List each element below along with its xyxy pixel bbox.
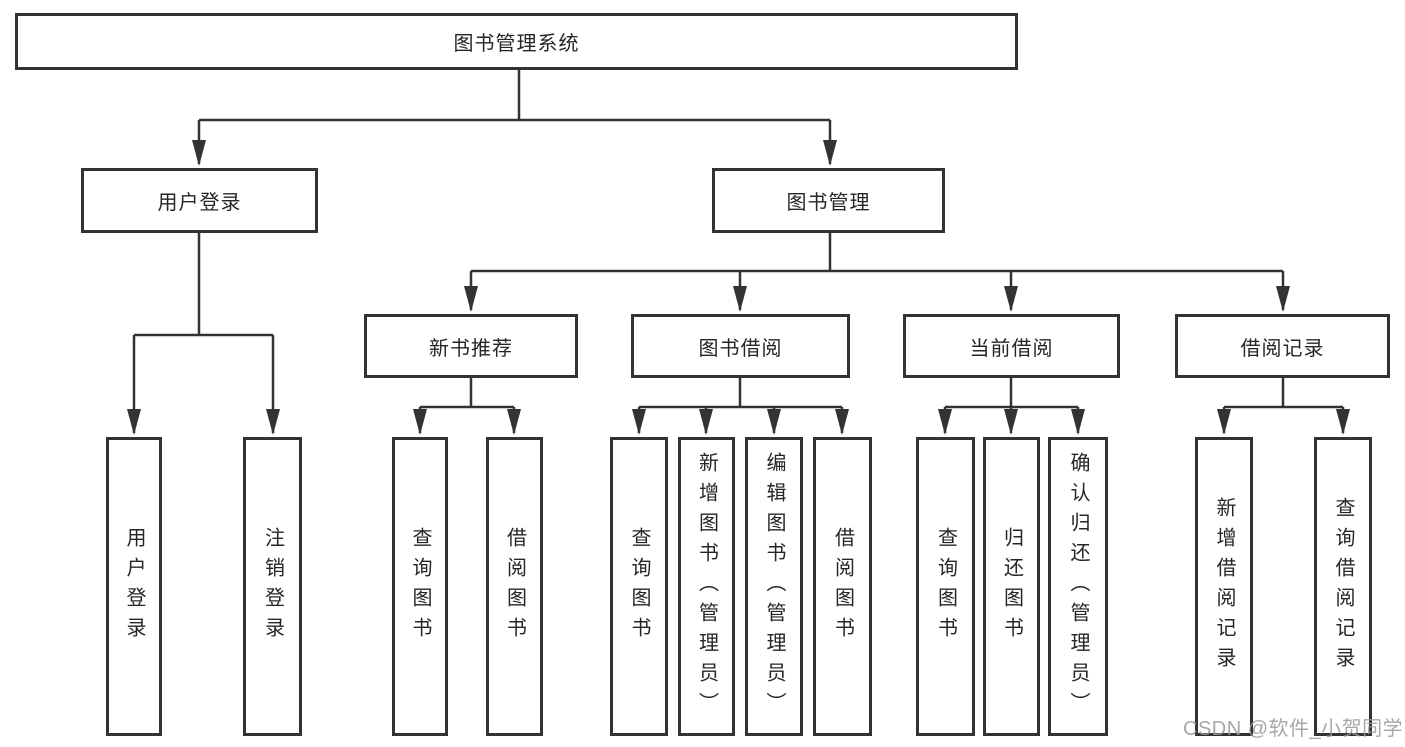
leaf-edit-books-admin-label: 编辑图书（管理员） [763,451,785,722]
leaf-borrow-books-recommend-label: 借阅图书 [503,526,526,647]
connector-arrows [127,120,1350,435]
node-new-book-recommend-label: 新书推荐 [429,337,513,360]
node-user-login-label: 用户登录 [157,192,242,214]
leaf-return-books: 归还图书 [983,437,1040,736]
leaf-borrow-books-label: 借阅图书 [831,526,854,647]
node-borrowing-records-label: 借阅记录 [1240,337,1325,360]
leaf-add-borrow-record: 新增借阅记录 [1195,437,1253,736]
leaf-query-borrow-record-label: 查询借阅记录 [1332,496,1354,677]
leaf-borrow-books: 借阅图书 [813,437,872,736]
node-borrowing-records: 借阅记录 [1175,314,1390,378]
leaf-confirm-return-admin-label: 确认归还（管理员） [1067,451,1089,722]
leaf-user-login-label: 用户登录 [123,526,145,647]
leaf-borrow-books-recommend: 借阅图书 [486,437,543,736]
leaf-logout: 注销登录 [243,437,302,736]
node-current-borrowing: 当前借阅 [903,314,1120,378]
leaf-add-books-admin-label: 新增图书（管理员） [695,451,718,722]
node-root-label: 图书管理系统 [453,33,580,55]
leaf-confirm-return-admin: 确认归还（管理员） [1048,437,1108,736]
leaf-query-books-borrowing-label: 查询图书 [628,526,650,647]
csdn-watermark: CSDN @软件_小贺同学 [1183,718,1404,740]
leaf-query-borrow-record: 查询借阅记录 [1314,437,1372,736]
leaf-query-books-current-label: 查询图书 [934,526,957,647]
leaf-query-books-borrowing: 查询图书 [610,437,668,736]
node-book-borrowing: 图书借阅 [631,314,850,378]
node-user-login: 用户登录 [81,168,318,233]
leaf-query-books-recommend: 查询图书 [392,437,448,736]
node-new-book-recommend: 新书推荐 [364,314,578,378]
leaf-query-books-recommend-label: 查询图书 [409,526,431,647]
node-book-management-label: 图书管理 [786,192,871,214]
node-root: 图书管理系统 [15,13,1018,70]
leaf-add-books-admin: 新增图书（管理员） [678,437,735,736]
leaf-query-books-current: 查询图书 [916,437,975,736]
leaf-edit-books-admin: 编辑图书（管理员） [745,437,803,736]
leaf-return-books-label: 归还图书 [1000,526,1023,647]
leaf-logout-label: 注销登录 [261,526,284,647]
leaf-user-login: 用户登录 [106,437,162,736]
node-book-borrowing-label: 图书借阅 [698,337,783,360]
leaf-add-borrow-record-label: 新增借阅记录 [1213,496,1235,677]
connector-trunk-lines [134,70,1343,409]
node-current-borrowing-label: 当前借阅 [969,337,1054,360]
node-book-management: 图书管理 [712,168,945,233]
